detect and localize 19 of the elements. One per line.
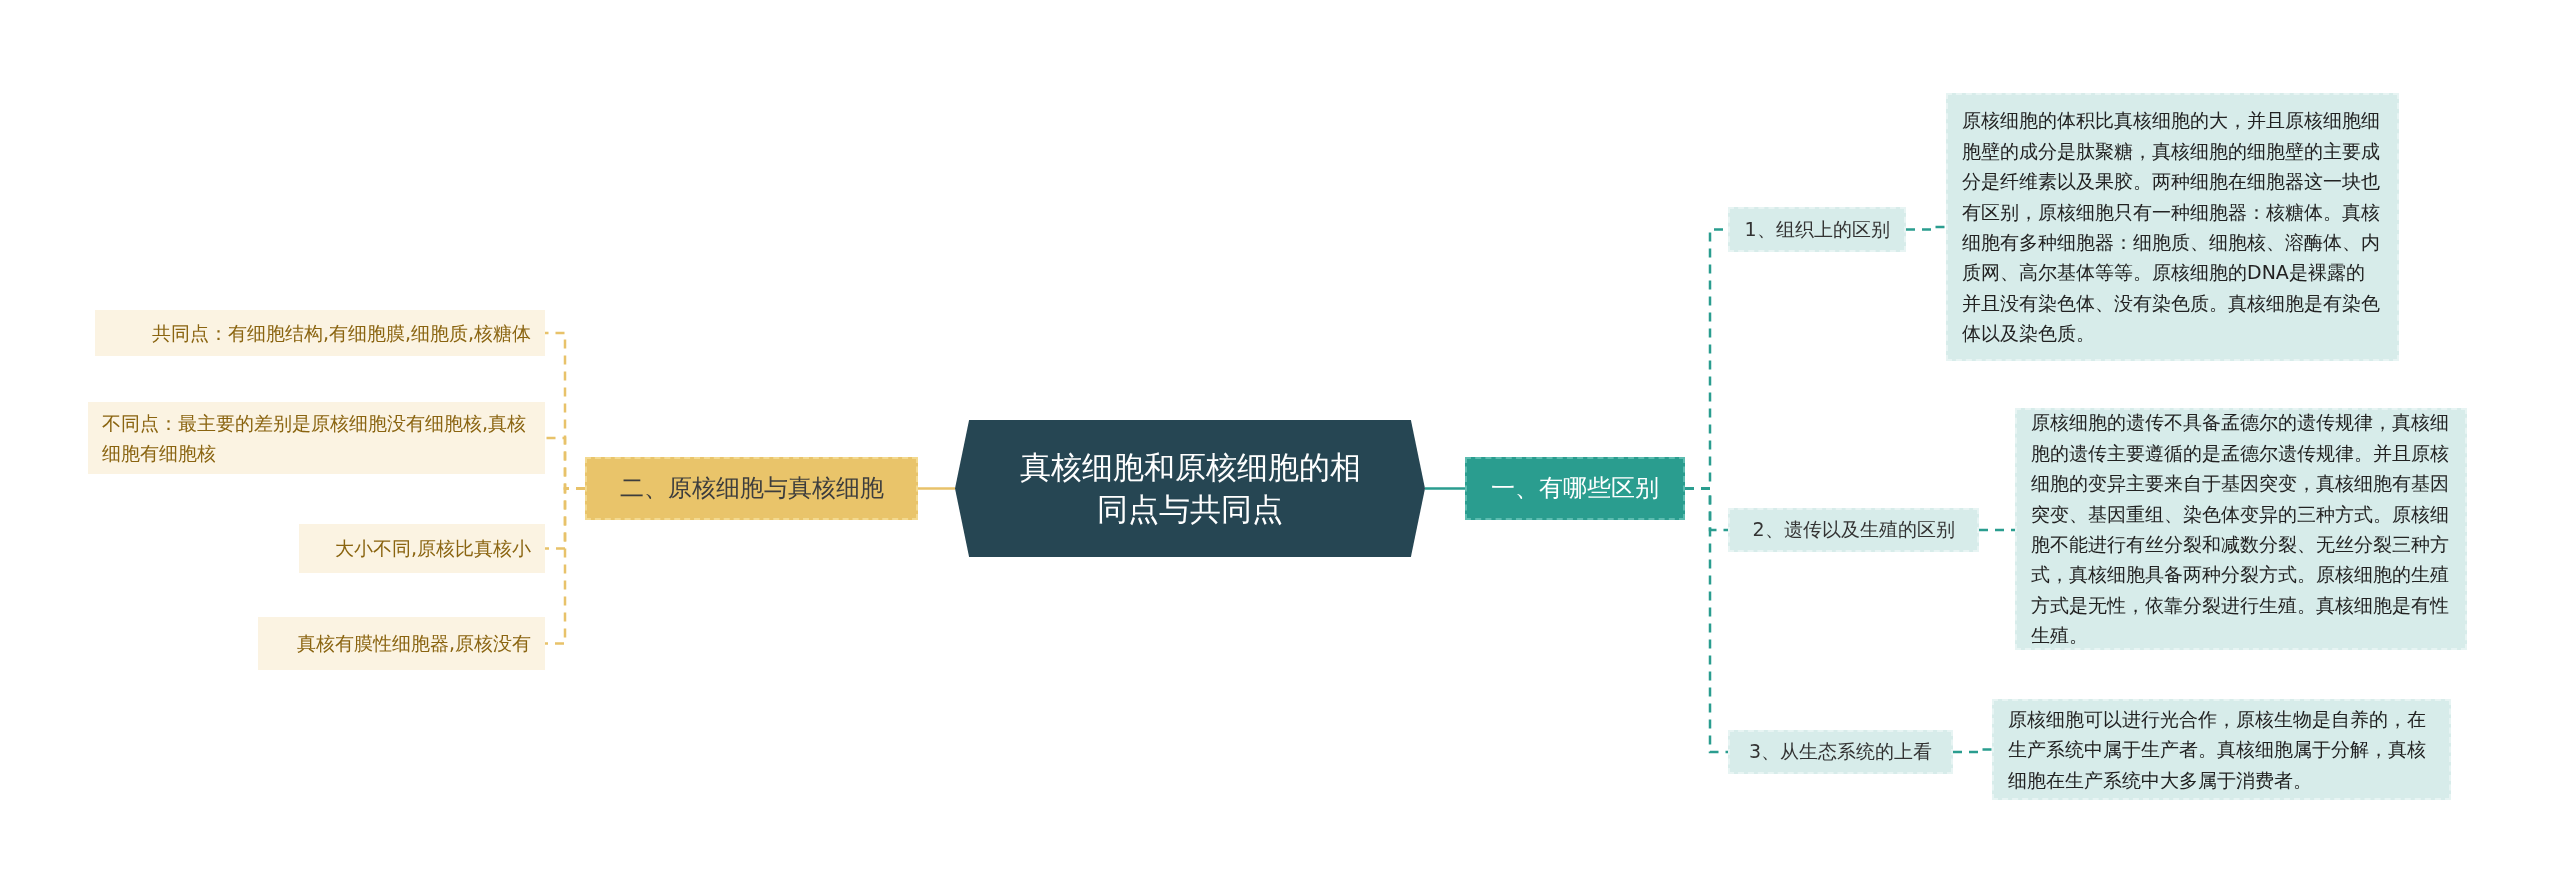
detail-box: 原核细胞可以进行光合作，原核生物是自养的，在生产系统中属于生产者。真核细胞属于分解，真核细胞在生产系统中大多属于消费者。: [1992, 699, 2451, 800]
leaf-box: 真核有膜性细胞器,原核没有: [258, 617, 545, 670]
leaf-box: 不同点：最主要的差别是原核细胞没有细胞核,真核细胞有细胞核: [88, 402, 545, 474]
subtopic-box: 2、遗传以及生殖的区别: [1728, 508, 1979, 552]
detail-box: 原核细胞的体积比真核细胞的大，并且原核细胞细胞壁的成分是肽聚糖，真核细胞的细胞壁的主要成分是纤维素以及果胶。两种细胞在细胞器这一块也有区别，原核细胞只有一种细胞器：核糖体。真核细胞有多种细胞器：细胞质、细胞核、溶酶体、内质网、高尔基体等等。原核细胞的DNA是裸露的并且没有染色体、没有染色质。真核细胞是有染色体以及染色质。: [1946, 93, 2399, 361]
central-topic: 真核细胞和原核细胞的相同点与共同点: [955, 420, 1425, 557]
subtopic-box: 3、从生态系统的上看: [1728, 730, 1953, 774]
connector-line: [545, 487, 585, 645]
leaf-box: 大小不同,原核比真核小: [299, 524, 545, 573]
connector-line: [1953, 748, 1992, 754]
branch-topic: 二、原核细胞与真核细胞: [585, 457, 918, 520]
connector-line: [1425, 487, 1467, 490]
connector-line: [1685, 487, 1728, 754]
subtopic-box: 1、组织上的区别: [1728, 207, 1906, 252]
leaf-box: 共同点：有细胞结构,有细胞膜,细胞质,核糖体: [95, 310, 545, 356]
detail-box: 原核细胞的遗传不具备孟德尔的遗传规律，真核细胞的遗传主要遵循的是孟德尔遗传规律。并且原核细胞的变异主要来自于基因突变，真核细胞有基因突变、基因重组、染色体变异的三种方式。原核细胞不能进行有丝分裂和减数分裂、无丝分裂三种方式，真核细胞具备两种分裂方式。原核细胞的生殖方式是无性，依靠分裂进行生殖。真核细胞是有性生殖。: [2015, 408, 2467, 650]
connector-line: [1906, 225, 1946, 231]
branch-topic: 一、有哪些区别: [1465, 457, 1685, 520]
connector-line: [1979, 527, 2017, 532]
